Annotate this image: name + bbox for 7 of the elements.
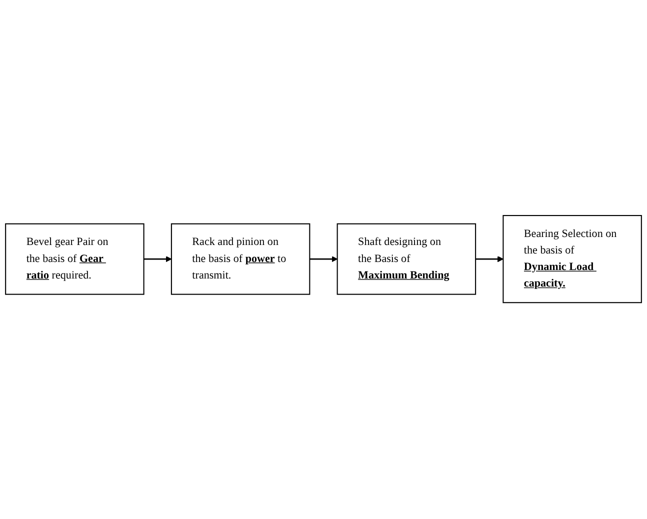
node-box: Rack and pinion on the basis of power to transmit. [170,224,310,296]
arrow [310,256,338,263]
node-box: Bearing Selection on the basis of Dynamic Load capacity. [502,215,642,304]
arrow [476,256,504,263]
node-box: Bevel gear Pair on the basis of Gear ratio required. [5,224,144,296]
node-box: Shaft designing on the Basis of Maximum Bending [336,224,476,296]
arrow [144,256,172,263]
